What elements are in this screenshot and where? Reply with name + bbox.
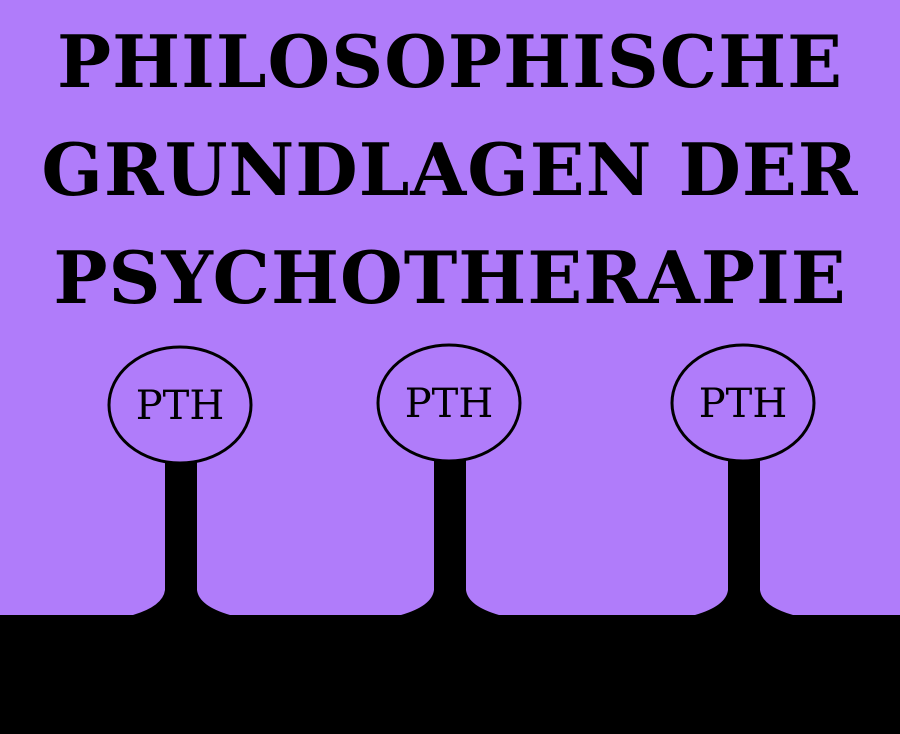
ground	[0, 615, 900, 734]
title-line-1: PHILOSOPHISCHE	[57, 19, 843, 104]
sign-3-post	[695, 460, 793, 615]
title-line-2: GRUNDLAGEN DER	[41, 127, 859, 212]
title-line-3: PSYCHOTHERAPIE	[53, 235, 847, 320]
sign-2-oval	[376, 343, 522, 463]
sign-3-label: PTH	[699, 381, 787, 427]
sign-1-label: PTH	[136, 383, 224, 429]
sign-1: PTH	[107, 345, 253, 615]
sign-scene: PTH PTH PTH	[0, 343, 900, 734]
sign-3: PTH	[670, 343, 816, 615]
sign-2-label: PTH	[405, 381, 493, 427]
sign-1-oval	[107, 345, 253, 465]
sign-1-post	[133, 460, 230, 615]
sign-2-post	[401, 460, 499, 615]
sign-2: PTH	[376, 343, 522, 615]
sign-3-oval	[670, 343, 816, 463]
cover-title: PHILOSOPHISCHE GRUNDLAGEN DER PSYCHOTHER…	[0, 8, 900, 332]
